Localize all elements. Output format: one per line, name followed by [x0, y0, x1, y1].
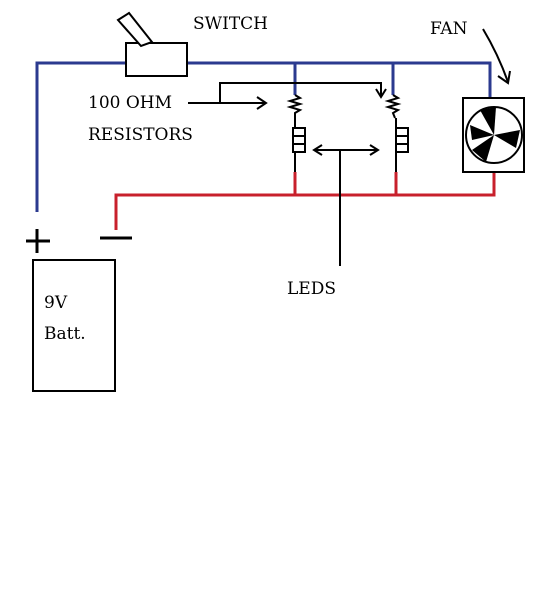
- switch-lever: [116, 11, 154, 48]
- switch-label: SWITCH: [193, 14, 269, 34]
- led-1: [292, 118, 306, 172]
- switch-body: [125, 42, 188, 77]
- battery: [26, 229, 132, 392]
- resistor-2: [384, 94, 402, 119]
- annotation-arrows: [188, 28, 511, 266]
- resistors-label: RESISTORS: [88, 125, 193, 145]
- led-2: [395, 118, 409, 172]
- battery-plus-terminal: [26, 229, 50, 253]
- leds-label: LEDS: [287, 279, 336, 299]
- fan: [462, 97, 525, 173]
- resistor-label-arrow: [188, 82, 382, 104]
- negative-wire: [114, 172, 496, 230]
- fan-label-arrow: [482, 28, 509, 83]
- toggle-switch: [116, 11, 188, 77]
- positive-wire: [35, 61, 492, 212]
- fan-blades: [470, 107, 520, 162]
- battery-name-label: Batt.: [44, 324, 86, 344]
- battery-voltage-label: 9V: [44, 293, 68, 313]
- fan-label: FAN: [430, 19, 468, 39]
- resistor-1: [286, 94, 304, 118]
- resistor-value-label: 100 OHM: [88, 93, 173, 113]
- battery-body: [32, 259, 116, 392]
